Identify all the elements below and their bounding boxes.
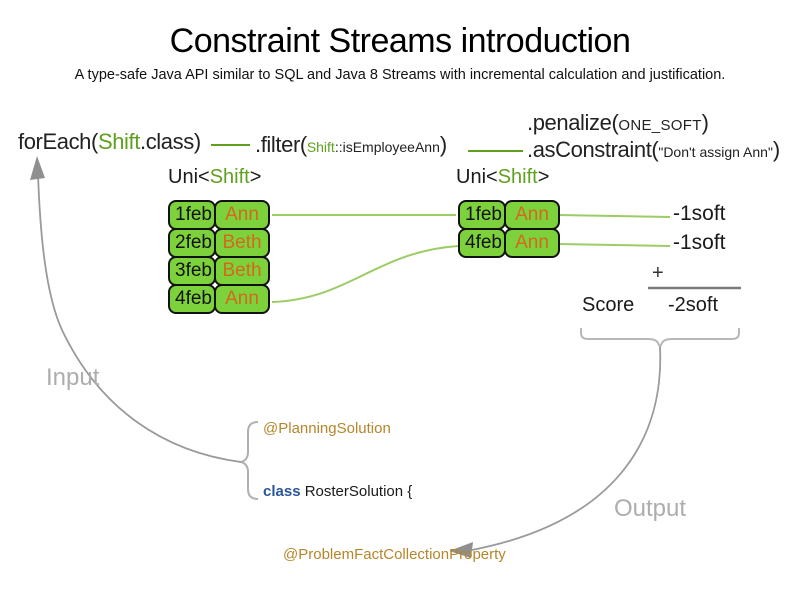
shift-date-cell: 3feb [168,256,216,286]
stream-connector-4feb [271,245,459,303]
shift-employee-cell: Ann [214,200,270,230]
output-arrow-curve [471,346,662,551]
shift-date-cell: 1feb [168,200,216,230]
input-stream-table: 1feb Ann 2feb Beth 3feb Beth 4feb Ann [168,200,270,314]
penalty-label: -1soft [673,231,726,254]
asconstraint-call: .asConstraint("Don't assign Ann") [527,137,780,163]
score-total: -2soft [668,294,719,316]
score-label: Score [582,294,635,316]
code-brace [237,421,259,500]
uni-prefix: Uni< [168,166,210,188]
filtered-stream-table: 1feb Ann 4feb Ann [458,200,560,258]
uni-prefix: Uni< [456,166,498,188]
penalty-connector-1feb [557,214,671,218]
uni-type: Shift [209,166,250,188]
plus-sign: + [652,262,664,284]
shift-employee-cell: Beth [214,228,270,258]
filter-arg-rest: ::isEmployeeAnn [334,139,440,155]
keyword: class [263,483,301,500]
class-name: RosterSolution { [300,483,413,500]
filter-prefix: .filter( [255,132,307,157]
penalty-connector-4feb [557,243,671,247]
shift-employee-cell: Ann [504,200,560,230]
shift-date-cell: 2feb [168,228,216,258]
shift-date-cell: 4feb [168,284,216,314]
input-arrowhead-icon [30,156,45,180]
table-row: 3feb Beth [168,256,270,286]
table-row: 2feb Beth [168,228,270,258]
code-line-planning-solution: @PlanningSolution [263,418,517,439]
penalize-prefix: .penalize( [527,110,619,135]
foreach-suffix: .class) [139,129,201,154]
annotation: @PlanningSolution [263,420,391,437]
page-subtitle: A type-safe Java API similar to SQL and … [74,67,726,83]
penalize-suffix: ) [701,110,709,135]
uni-type: Shift [497,166,538,188]
shift-employee-cell: Beth [214,256,270,286]
shift-date-cell: 4feb [458,228,506,258]
table-row: 4feb Ann [458,228,560,258]
stream-type-label-right: Uni<Shift> [456,166,549,189]
code-block: @PlanningSolution class RosterSolution {… [263,376,517,600]
foreach-prefix: forEach( [18,129,98,154]
table-row: 1feb Ann [168,200,270,230]
output-label: Output [614,495,687,522]
input-arrow-curve [37,173,242,463]
penalize-call: .penalize(ONE_SOFT) [527,110,709,136]
asconstraint-prefix: .asConstraint( [527,137,659,162]
score-brace [580,328,740,350]
code-line-problem-fact-annotation: @ProblemFactCollectionProperty [263,544,517,565]
foreach-type: Shift [97,129,140,154]
table-row: 1feb Ann [458,200,560,230]
filter-arg-type: Shift [306,139,335,155]
filter-suffix: ) [439,132,447,157]
shift-employee-cell: Ann [214,284,270,314]
uni-suffix: > [249,166,262,188]
shift-date-cell: 1feb [458,200,506,230]
stream-type-label-left: Uni<Shift> [168,166,261,189]
code-line-class-decl: class RosterSolution { [263,481,517,502]
asconstraint-suffix: ) [772,137,780,162]
page-title: Constraint Streams introduction [169,22,631,60]
shift-employee-cell: Ann [504,228,560,258]
uni-suffix: > [537,166,550,188]
penalty-label: -1soft [673,202,726,225]
table-row: 4feb Ann [168,284,270,314]
asconstraint-arg: "Don't assign Ann" [658,144,773,160]
input-label: Input [46,364,100,391]
filter-call: .filter(Shift::isEmployeeAnn) [255,132,447,158]
penalize-arg: ONE_SOFT [618,117,702,134]
foreach-call: forEach(Shift.class) [18,129,201,155]
output-arrowhead-icon [449,542,473,558]
annotation: @ProblemFactCollectionProperty [283,546,506,563]
